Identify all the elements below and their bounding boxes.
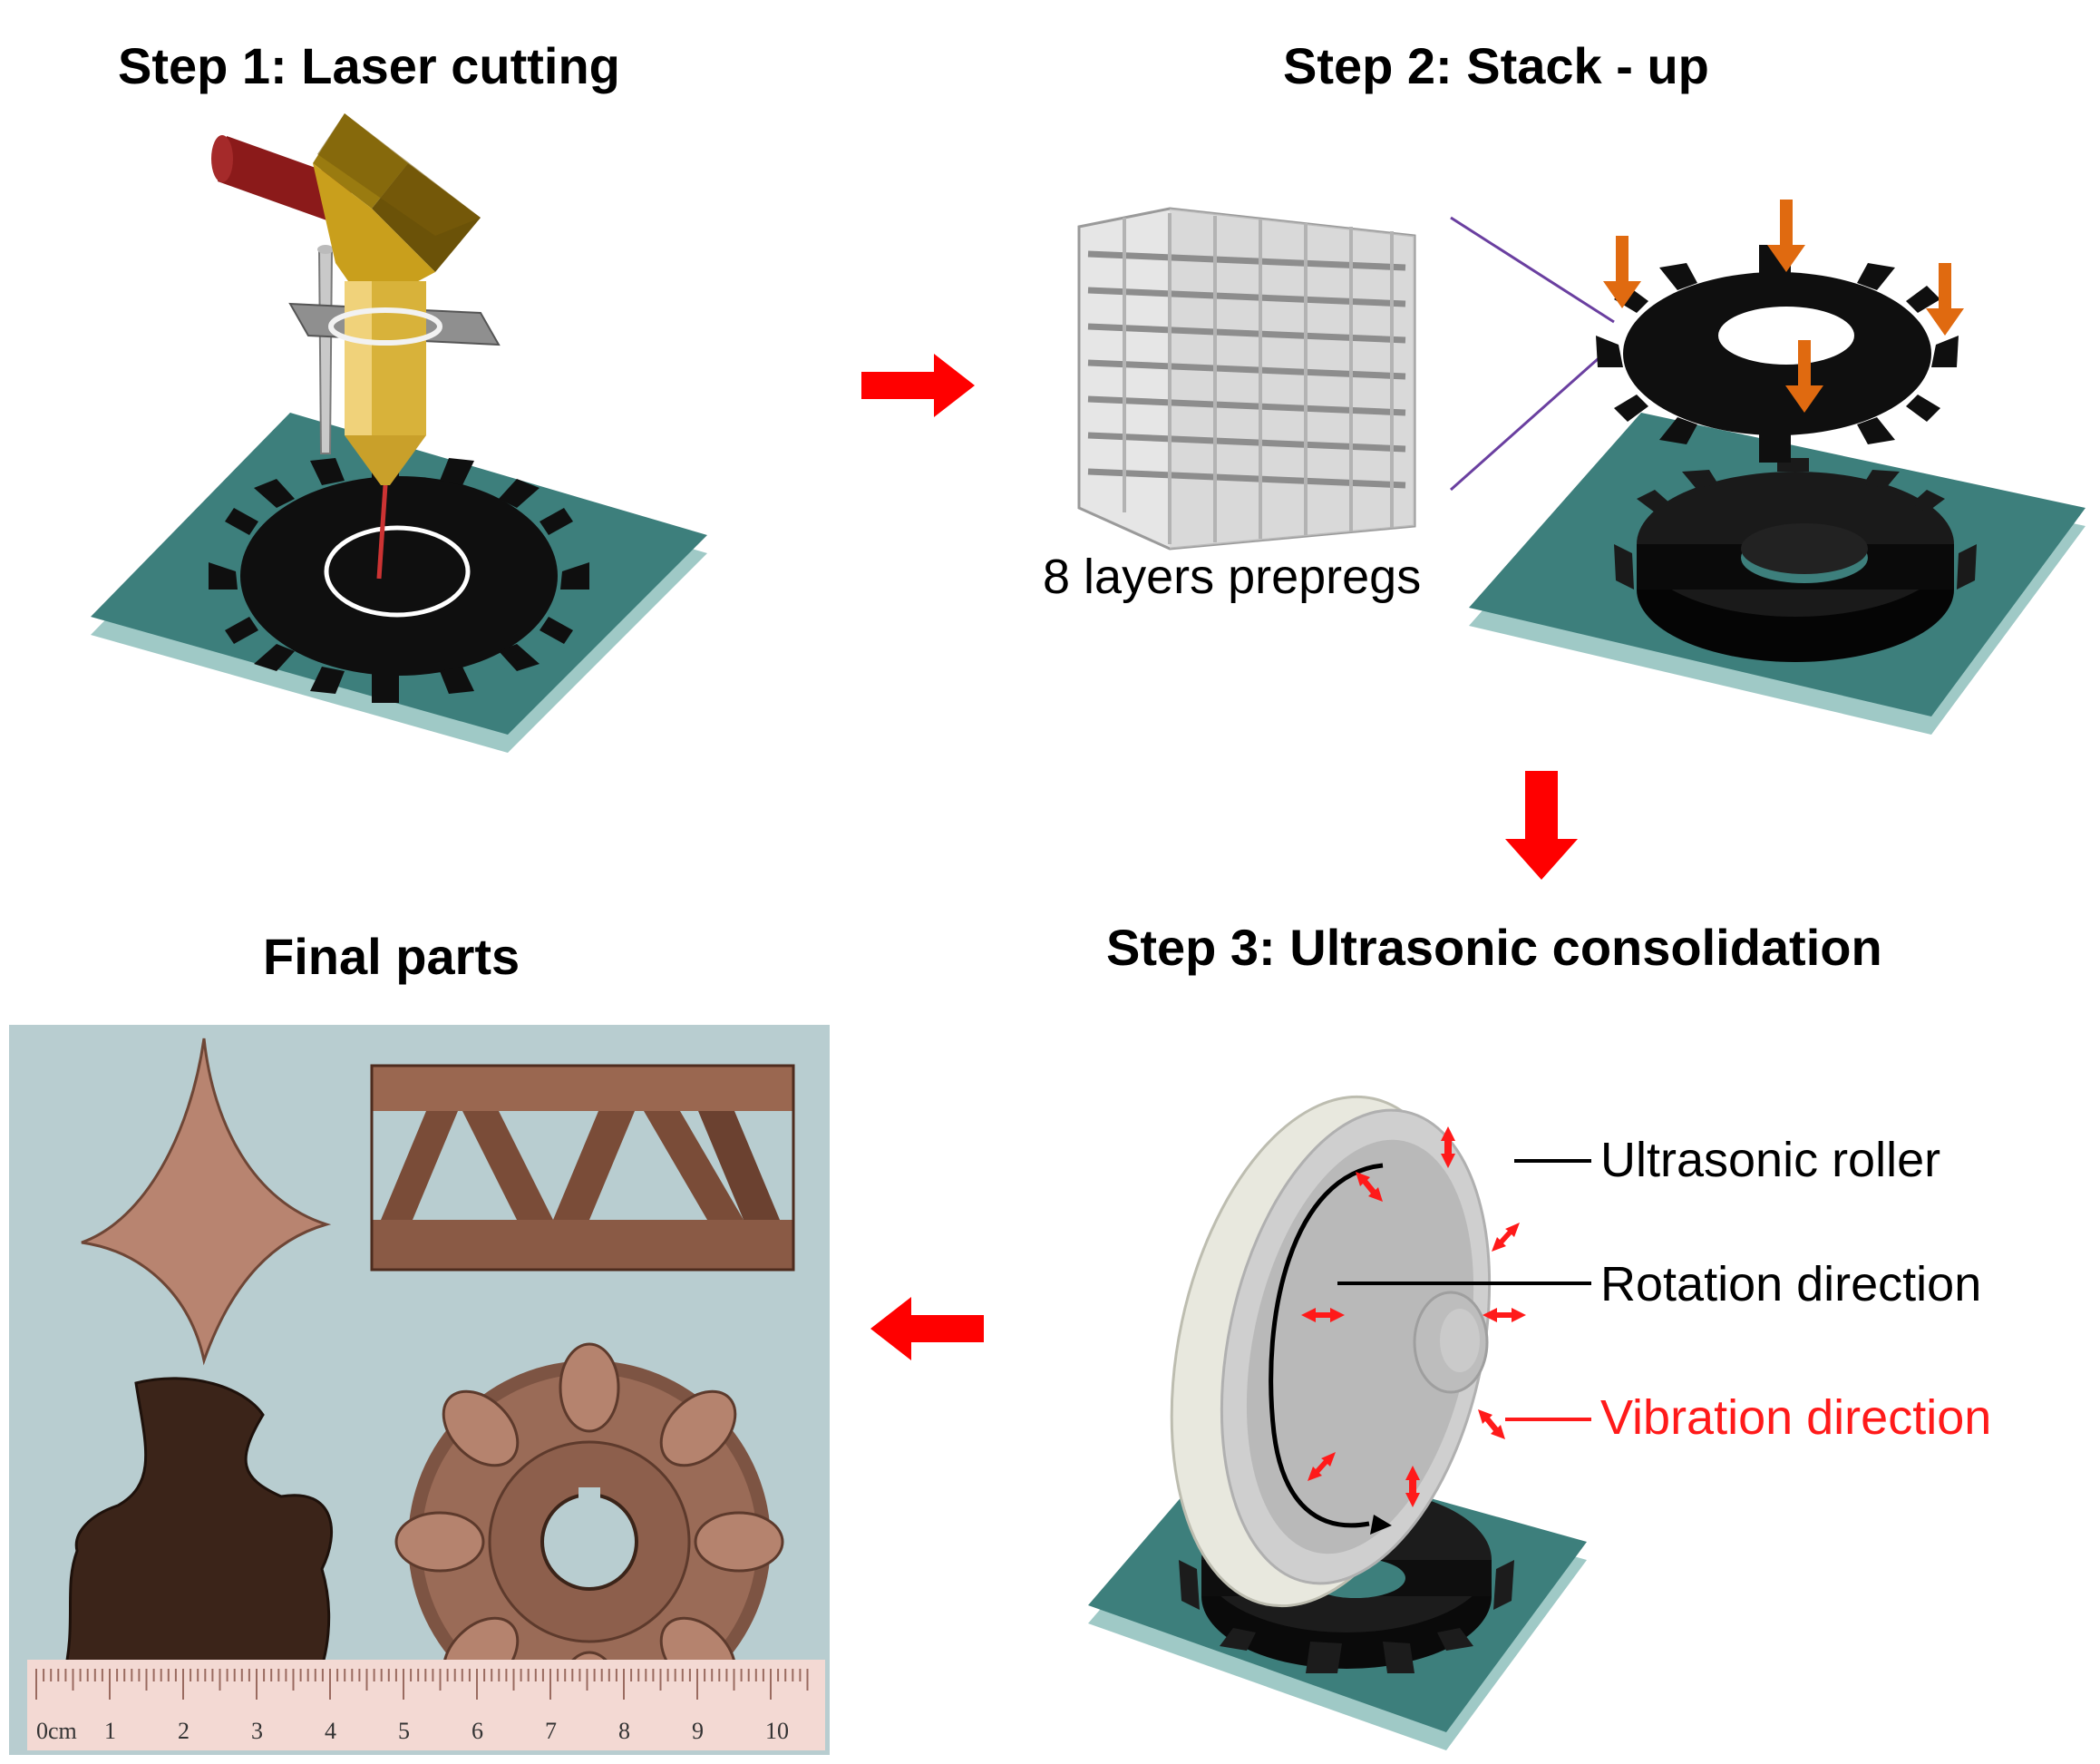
- laser-nozzle: [328, 281, 442, 485]
- ruler-label: 3: [251, 1718, 263, 1744]
- laser-cutting-illustration: [73, 100, 725, 762]
- gear-part: [394, 1342, 784, 1741]
- prepreg-stack: [1070, 200, 1433, 562]
- ruler-label: 9: [692, 1718, 704, 1744]
- press-arrows: [1603, 200, 1964, 413]
- final-parts-title: Final parts: [263, 928, 520, 985]
- probe-needle: [317, 245, 334, 454]
- vibration-label: Vibration direction: [1600, 1390, 1992, 1445]
- leader-lines: [1337, 1159, 1591, 1421]
- ruler-label: 2: [178, 1718, 190, 1744]
- flow-arrow-right: [861, 354, 975, 417]
- ruler-label: 4: [325, 1718, 336, 1744]
- ruler-label: 1: [104, 1718, 116, 1744]
- ruler-label: 10: [765, 1718, 789, 1744]
- step2-title: Step 2: Stack - up: [1283, 37, 1709, 94]
- flow-arrow-down: [1505, 771, 1578, 880]
- ruler-label: 0cm: [36, 1718, 77, 1744]
- ruler-label: 5: [398, 1718, 410, 1744]
- ultrasonic-roller[interactable]: [1128, 1088, 1530, 1633]
- consolidation-illustration: [1084, 1088, 1591, 1759]
- laser-tube: [211, 135, 354, 227]
- laser-head: [313, 113, 481, 308]
- roller-label: Ultrasonic roller: [1600, 1133, 1941, 1187]
- falling-gear-layer: [1596, 245, 1959, 463]
- stacked-gear: [1614, 458, 1977, 662]
- step3-title: Step 3: Ultrasonic consolidation: [1106, 919, 1882, 976]
- rotation-label: Rotation direction: [1600, 1257, 1982, 1311]
- stacking-illustration: [1460, 200, 2095, 744]
- prepregs-label: 8 layers prepregs: [1043, 550, 1422, 604]
- final-parts-photo: 0cm 1 2 3 4 5 6 7 8 9 10: [9, 1025, 830, 1755]
- step1-title: Step 1: Laser cutting: [118, 37, 620, 94]
- ruler-label: 8: [618, 1718, 630, 1744]
- cut-gear-layer: [209, 449, 589, 703]
- scale-ruler: 0cm 1 2 3 4 5 6 7 8 9 10: [27, 1660, 825, 1750]
- ruler-label: 7: [545, 1718, 557, 1744]
- star-part: [81, 1038, 332, 1366]
- ruler-label: 6: [472, 1718, 483, 1744]
- vibration-markers: [1301, 1126, 1526, 1507]
- laser-beam: [376, 484, 388, 580]
- stack-connector-lines: [1450, 216, 1615, 492]
- truss-part: [370, 1064, 795, 1272]
- rotation-arrow: [1269, 1163, 1384, 1528]
- flow-arrow-left: [870, 1297, 984, 1360]
